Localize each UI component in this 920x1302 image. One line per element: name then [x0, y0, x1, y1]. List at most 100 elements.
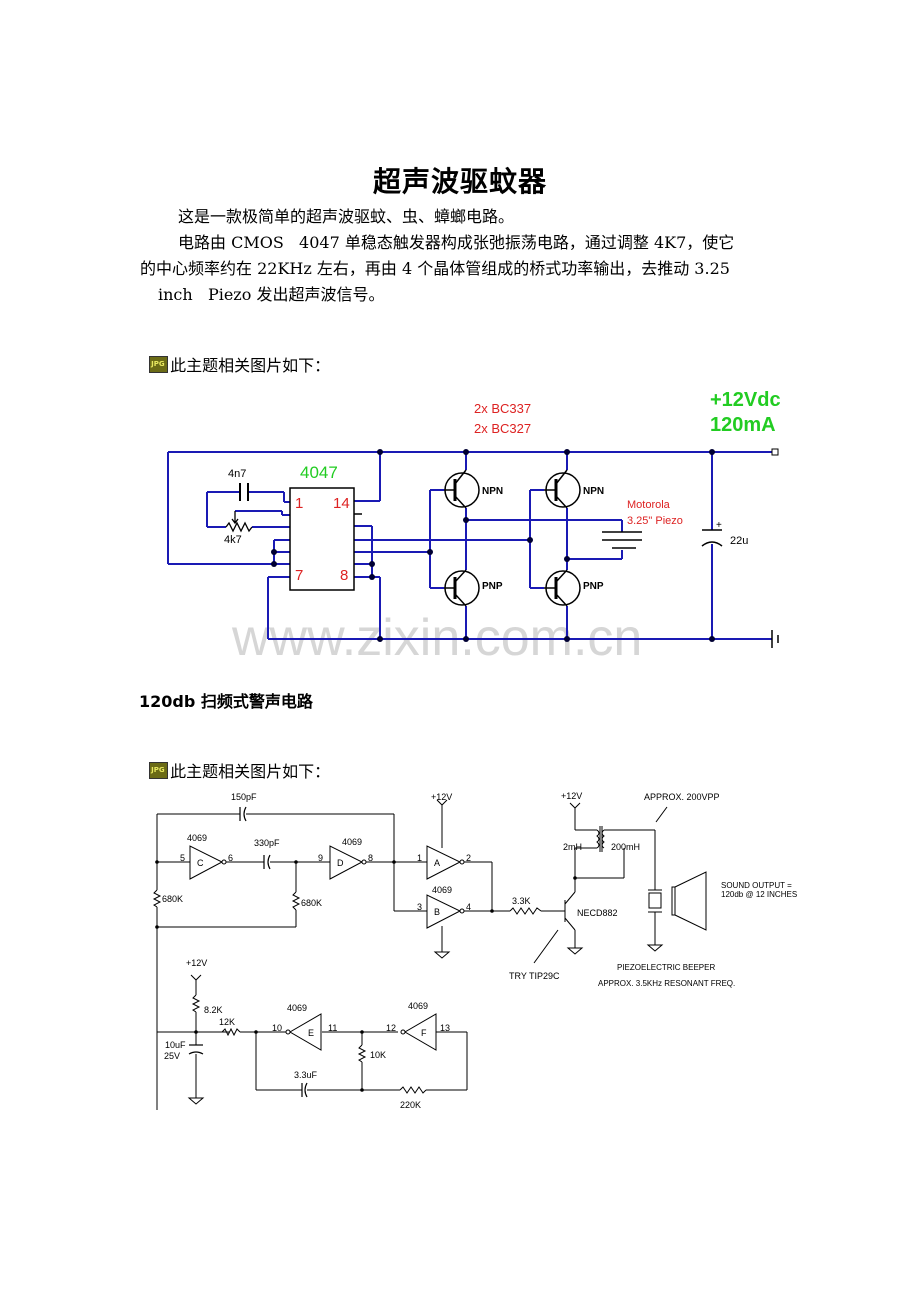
- sound-output-line-2: 120db @ 12 INCHES: [721, 890, 797, 899]
- ultrasonic-circuit-diagram: www.zixin.com.cn: [167, 389, 781, 667]
- cap-10uf-label-line-1: 10uF: [165, 1040, 186, 1050]
- caption-text: 此主题相关图片如下：: [170, 762, 331, 781]
- chip-label: 4047: [300, 463, 338, 482]
- transistor-list-line-1: 2x BC337: [474, 401, 531, 416]
- supply-voltage: +12Vdc: [710, 389, 781, 411]
- pin-6: 6: [228, 853, 233, 863]
- description-line-3: inch Piezo 发出超声波信号。: [158, 285, 385, 304]
- pin-3: 3: [417, 902, 422, 912]
- caption-text: 此主题相关图片如下：: [170, 356, 331, 375]
- cap-10uf-label-line-2: 25V: [164, 1051, 180, 1061]
- transistor-list-line-2: 2x BC327: [474, 421, 531, 436]
- beeper-note-line-2: APPROX. 3.5KHz RESONANT FREQ.: [598, 979, 735, 988]
- gate-e-label: E: [308, 1028, 314, 1038]
- inductor-primary-label: 2mH: [563, 842, 582, 852]
- transistor-alternative-note: TRY TIP29C: [509, 971, 560, 981]
- gate-c-ic-label: 4069: [187, 833, 207, 843]
- wires: [167, 451, 772, 640]
- pin-13: 13: [440, 1023, 450, 1033]
- speaker-icon: [671, 871, 707, 931]
- cap-4n7-label: 4n7: [228, 468, 246, 480]
- pin-1: 1: [417, 853, 422, 863]
- pnp-label-2: PNP: [583, 581, 604, 592]
- supply-current: 120mA: [710, 414, 776, 436]
- sound-output-line-1: SOUND OUTPUT =: [721, 881, 792, 890]
- pot-4k7-label: 4k7: [224, 534, 242, 546]
- resistor-10k-label: 10K: [370, 1050, 386, 1060]
- intro-paragraph: 这是一款极简单的超声波驱蚊、虫、蟑螂电路。: [178, 207, 515, 226]
- gate-c-label: C: [197, 858, 204, 868]
- pin-5: 5: [180, 853, 185, 863]
- wires: [156, 805, 668, 1110]
- pin-11: 11: [328, 1023, 337, 1033]
- cap-150pf-label: 150pF: [231, 792, 257, 802]
- junction-dots: [271, 449, 715, 642]
- pin-8-label: 8: [340, 567, 348, 584]
- vcc-label-3: +12V: [186, 958, 207, 968]
- gate-d-label: D: [337, 858, 344, 868]
- pin-9: 9: [318, 853, 323, 863]
- ic-4047: [289, 487, 355, 591]
- gate-a-label: A: [434, 858, 440, 868]
- cap-330pf-label: 330pF: [254, 838, 280, 848]
- resistor-220k-label: 220K: [400, 1100, 421, 1110]
- resistor-680k-1-label: 680K: [162, 894, 183, 904]
- gate-b-ic-label: 4069: [432, 885, 452, 895]
- supply-terminal: [771, 448, 779, 456]
- image-caption-2: JPG 此主题相关图片如下：: [139, 733, 330, 785]
- piezo-label-line-2: 3.25" Piezo: [627, 515, 683, 527]
- image-caption-1: JPG 此主题相关图片如下：: [139, 327, 330, 379]
- npn-label-1: NPN: [482, 486, 503, 497]
- potentiometer-4k7: [225, 521, 253, 533]
- piezo-beeper: [648, 889, 662, 913]
- jpg-file-icon: JPG: [149, 762, 169, 779]
- capacitor-22u: [701, 529, 723, 547]
- pin-2: 2: [466, 853, 471, 863]
- power-symbols: [187, 799, 664, 1105]
- gate-f-label: F: [421, 1028, 427, 1038]
- piezo-element: [602, 531, 642, 549]
- gate-e-ic-label: 4069: [287, 1003, 307, 1013]
- pin-14-label: 14: [333, 495, 350, 512]
- section-2-title: 120db 扫频式警声电路: [139, 692, 313, 711]
- transformer: [596, 826, 605, 852]
- pin-12: 12: [386, 1023, 396, 1033]
- resistor-12k-label: 12K: [219, 1017, 235, 1027]
- voltage-note: APPROX. 200VPP: [644, 792, 720, 802]
- beeper-note-line-1: PIEZOELECTRIC BEEPER: [617, 963, 715, 972]
- transistors: [444, 469, 581, 607]
- pin-10: 10: [272, 1023, 282, 1033]
- pot-wiper-arrow-icon: [231, 511, 239, 525]
- siren-circuit-diagram: 150pF 330pF 4069 4069 4069 4069 4069 C D…: [152, 791, 797, 1110]
- cap-22u-polarity: +: [716, 520, 722, 531]
- description-line-2: 的中心频率约在 22KHz 左右，再由 4 个晶体管组成的桥式功率输出，去推动 …: [140, 259, 730, 278]
- resistor-3k3-label: 3.3K: [512, 896, 531, 906]
- resistors: [152, 889, 542, 1094]
- inverter-gates: [189, 845, 465, 1051]
- pin-4: 4: [466, 902, 471, 912]
- pin-7-label: 7: [295, 567, 303, 584]
- vcc-label-2: +12V: [561, 791, 582, 801]
- capacitor-4n7: [239, 483, 249, 501]
- cap-22u-label: 22u: [730, 535, 748, 547]
- jpg-icon-label: JPG: [151, 360, 165, 368]
- resistor-8k2-label: 8.2K: [204, 1005, 223, 1015]
- npn-label-2: NPN: [583, 486, 604, 497]
- pnp-label-1: PNP: [482, 581, 503, 592]
- description-line-1: 电路由 CMOS 4047 单稳态触发器构成张弛振荡电路，通过调整 4K7，使它: [178, 233, 735, 252]
- jpg-file-icon: JPG: [149, 356, 169, 373]
- gate-d-ic-label: 4069: [342, 837, 362, 847]
- jpg-icon-label: JPG: [151, 766, 165, 774]
- piezo-label-line-1: Motorola: [627, 499, 671, 511]
- capacitors: [188, 806, 308, 1098]
- transistor-label: NECD882: [577, 908, 618, 918]
- ground-icon: [771, 630, 779, 648]
- document-title: 超声波驱蚊器: [372, 165, 547, 198]
- pin-1-label: 1: [295, 495, 303, 512]
- resistor-680k-2-label: 680K: [301, 898, 322, 908]
- junction-dots: [155, 860, 577, 1092]
- pin-8: 8: [368, 853, 373, 863]
- cap-3u3-label: 3.3uF: [294, 1070, 318, 1080]
- inductor-secondary-label: 200mH: [611, 842, 640, 852]
- gate-b-label: B: [434, 907, 440, 917]
